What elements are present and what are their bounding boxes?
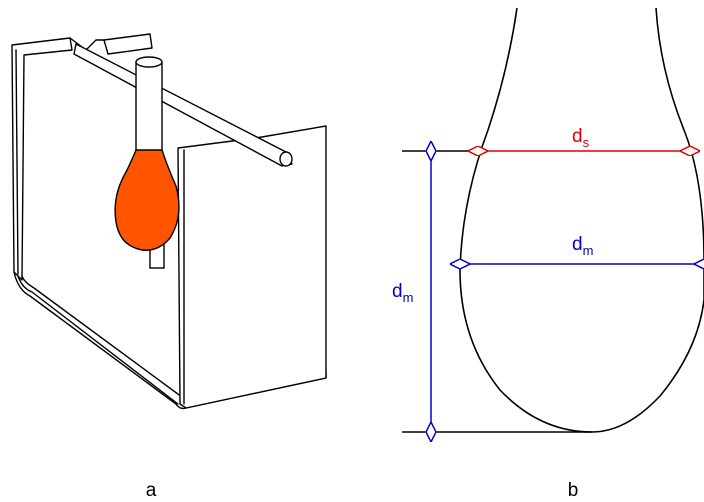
cell-left-wall <box>11 37 73 281</box>
dm-horizontal-subscript: m <box>583 243 594 258</box>
pendant-drop-orange <box>114 149 180 251</box>
ds-symbol: d <box>572 126 583 147</box>
ds-label: ds <box>572 126 590 150</box>
cell-base-inner <box>17 275 179 405</box>
panel-label-a: a <box>146 480 157 501</box>
ds-subscript: s <box>583 135 590 150</box>
needle-tube <box>135 61 163 155</box>
rod-end-cap <box>279 151 293 167</box>
drop-profile-right <box>591 7 704 433</box>
panel-b-drop-profile <box>459 7 704 433</box>
drop-profile-left <box>459 7 593 433</box>
cell-front-wall <box>177 125 327 409</box>
cell-left-wall-inner <box>15 49 19 275</box>
dm-vertical-symbol: d <box>392 281 403 302</box>
dm-horizontal-symbol: d <box>572 234 583 255</box>
cell-base <box>13 271 327 410</box>
cell-back-top <box>103 33 153 55</box>
dm-vertical-label: dm <box>392 281 413 305</box>
dm-vertical-subscript: m <box>403 290 414 305</box>
cell-back-notch <box>69 37 105 51</box>
needle-top-cap <box>135 56 163 68</box>
panel-label-b: b <box>568 480 579 501</box>
panel-a-apparatus <box>11 33 327 410</box>
dm-horizontal-label: dm <box>572 234 593 258</box>
holder-rod <box>73 43 293 167</box>
